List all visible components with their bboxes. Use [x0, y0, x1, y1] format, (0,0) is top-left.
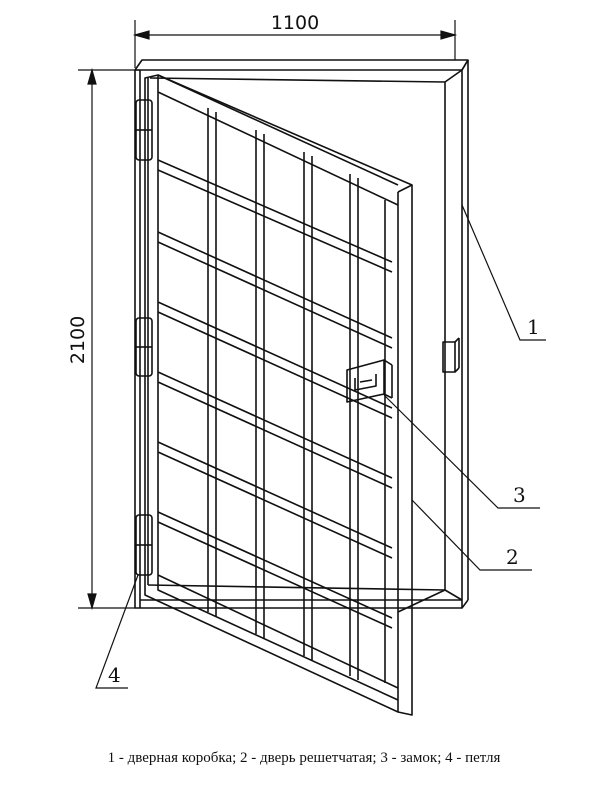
legend-caption: 1 - дверная коробка; 2 - дверь решетчата… — [107, 750, 501, 766]
grated-door — [144, 74, 446, 716]
hinge-bottom — [135, 514, 153, 576]
callout-1: 1 — [527, 315, 540, 339]
callout-4: 4 — [108, 663, 121, 687]
width-dimension: 1100 — [271, 12, 319, 34]
hinge-middle — [135, 317, 153, 377]
callout-2: 2 — [506, 545, 519, 569]
callout-3: 3 — [513, 483, 526, 507]
door-diagram: 1100 2100 1 2 3 4 — [67, 12, 546, 716]
door-frame — [134, 59, 469, 609]
height-dimension: 2100 — [67, 316, 89, 364]
hinges — [135, 99, 153, 576]
hinge-top — [135, 99, 153, 161]
lock — [346, 359, 393, 403]
